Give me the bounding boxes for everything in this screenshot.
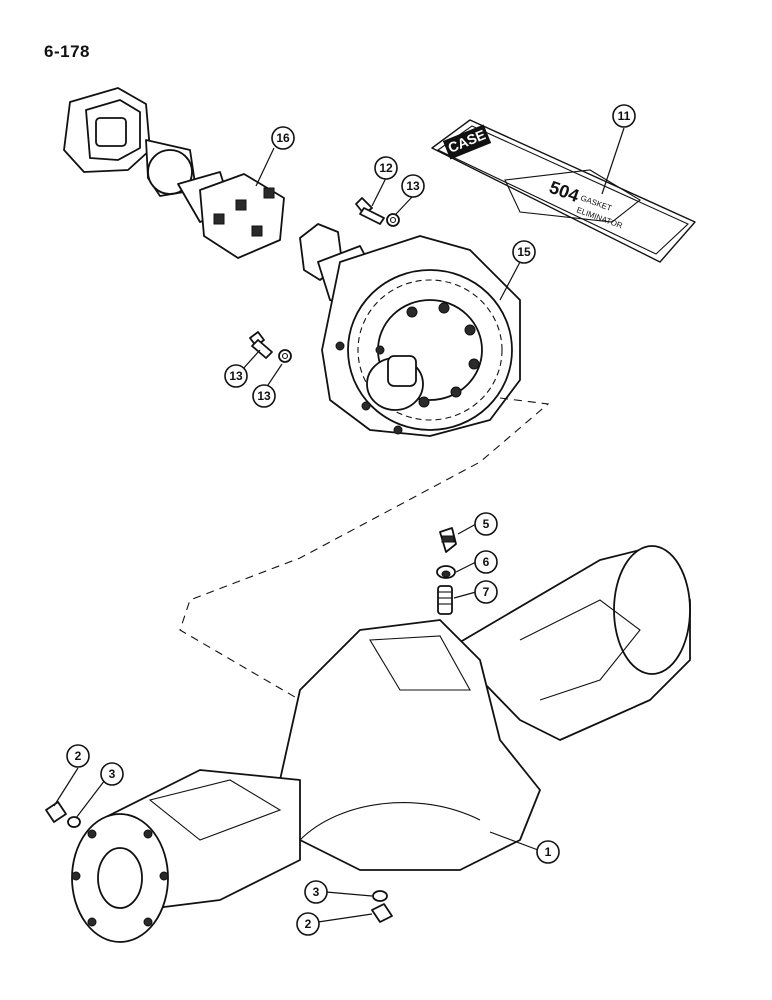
svg-text:13: 13 [406, 179, 420, 193]
drain-plug-bottom [371, 890, 393, 923]
drain-plug-left [45, 801, 81, 828]
callout-16: 16 [271, 126, 295, 150]
callout-6: 6 [474, 550, 498, 574]
axle-housing [71, 545, 691, 943]
bolt-and-nut-upper [355, 197, 400, 227]
svg-text:3: 3 [109, 767, 116, 781]
callout-3-bottom: 3 [304, 880, 328, 904]
callout-2-bottom: 2 [296, 912, 320, 936]
drive-shaft-coupling [63, 87, 285, 259]
page-number: 6-178 [44, 42, 90, 61]
svg-text:13: 13 [257, 389, 271, 403]
sealant-package: CASE 504 GASKET ELIMINATOR [431, 119, 696, 263]
svg-text:16: 16 [276, 131, 290, 145]
callout-15: 15 [512, 240, 536, 264]
callout-13-upper: 13 [401, 174, 425, 198]
breather-fittings [436, 527, 457, 615]
svg-text:5: 5 [483, 517, 490, 531]
callout-2-left: 2 [66, 744, 90, 768]
svg-text:13: 13 [229, 369, 243, 383]
differential-carrier [299, 223, 521, 437]
svg-text:12: 12 [379, 161, 393, 175]
callout-5: 5 [474, 512, 498, 536]
svg-text:3: 3 [313, 885, 320, 899]
callout-13-lower: 13 [252, 384, 276, 408]
bolt-and-nut-lower [249, 331, 292, 363]
leader-lines [53, 127, 625, 923]
callout-7: 7 [474, 580, 498, 604]
svg-text:11: 11 [618, 109, 631, 123]
svg-text:15: 15 [517, 245, 531, 259]
callout-10: 11 [612, 104, 636, 128]
svg-text:6: 6 [483, 555, 490, 569]
callout-3-left: 3 [100, 762, 124, 786]
assembly-guide-line [179, 397, 550, 701]
callout-12: 13 [224, 364, 248, 388]
svg-text:1: 1 [545, 845, 552, 859]
callout-11: 12 [374, 156, 398, 180]
svg-text:7: 7 [483, 585, 490, 599]
callout-1: 1 [536, 840, 560, 864]
svg-text:2: 2 [305, 917, 312, 931]
svg-text:2: 2 [75, 749, 82, 763]
